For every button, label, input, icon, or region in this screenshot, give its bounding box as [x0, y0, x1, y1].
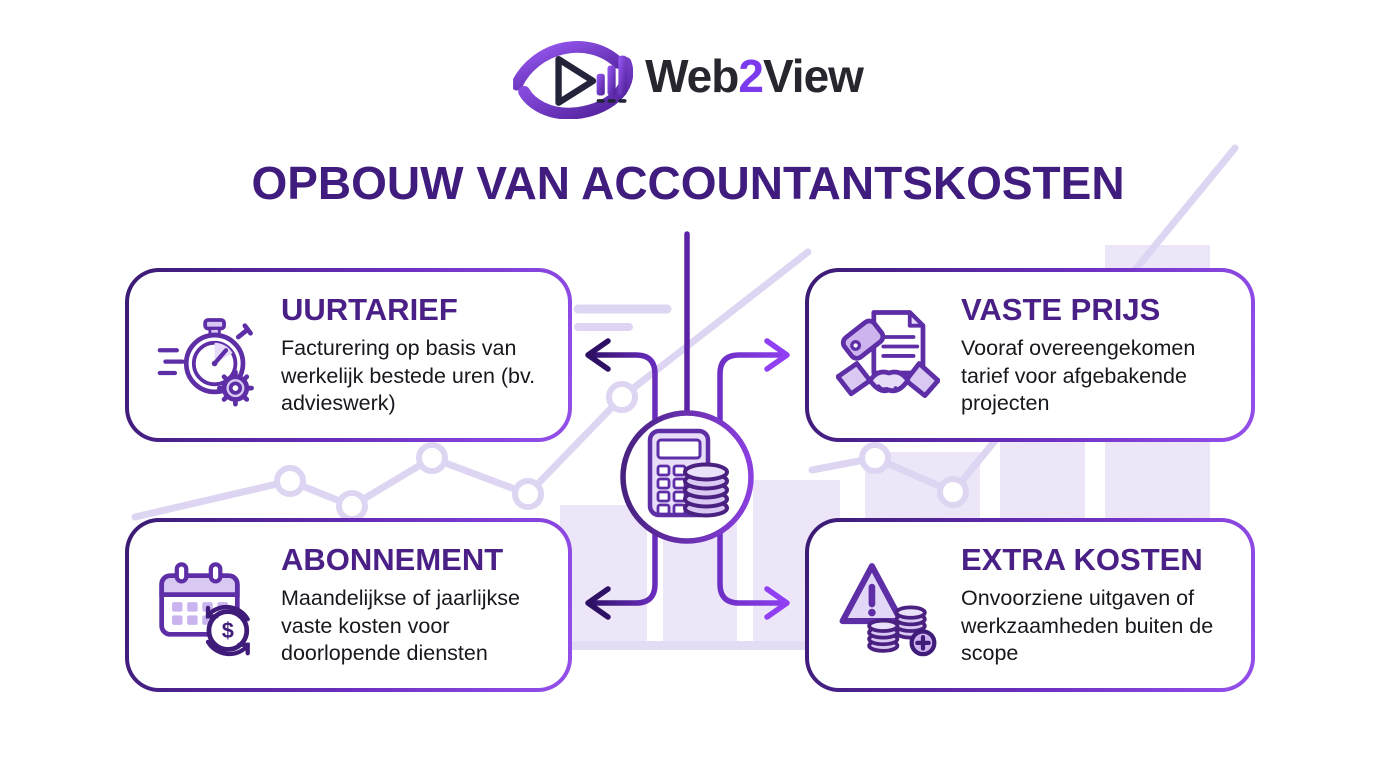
web2view-logo: Web2View — [513, 32, 864, 119]
calculator-coins-icon — [647, 428, 729, 518]
card-vaste-prijs-title: VASTE PRIJS — [961, 291, 1161, 327]
card-uurtarief: UURTARIEF Facturering op basis van werke… — [125, 268, 572, 442]
card-uurtarief-description: Facturering op basis van werkelijk beste… — [281, 335, 536, 416]
card-abonnement-title: ABONNEMENT — [281, 541, 504, 577]
card-uurtarief-inner: UURTARIEF Facturering op basis van werke… — [129, 272, 568, 438]
card-uurtarief-title: UURTARIEF — [281, 291, 458, 327]
card-vaste-prijs-description: Vooraf overeengekomen tarief voor afgeba… — [961, 335, 1196, 416]
arrow-to-abonnement — [585, 525, 658, 620]
logo-word-2: 2 — [738, 49, 764, 102]
arrow-to-vaste-prijs — [717, 338, 790, 430]
arrow-to-uurtarief — [585, 338, 658, 430]
card-extra-kosten-description: Onvoorziene uitgaven of werkzaamheden bu… — [961, 585, 1214, 666]
card-vaste-prijs-text: VASTE PRIJS Vooraf overeengekomen tarief… — [961, 292, 1233, 419]
calendar-recurring-payment-icon: $ — [149, 550, 267, 660]
card-abonnement-description: Maandelijkse of jaarlijkse vaste kosten … — [281, 585, 520, 666]
card-abonnement: $ ABONNEMENT Maandelijkse of jaarlijkse … — [125, 518, 572, 692]
connector-arrows — [585, 231, 790, 620]
warning-coins-plus-icon — [829, 550, 947, 660]
handshake-document-tag-icon — [829, 300, 947, 410]
card-extra-kosten-inner: EXTRA KOSTEN Onvoorziene uitgaven of wer… — [809, 522, 1251, 688]
web2view-logo-icon — [513, 41, 634, 119]
stopwatch-gear-icon — [149, 300, 267, 410]
center-hub — [620, 410, 754, 544]
card-extra-kosten-title: EXTRA KOSTEN — [961, 541, 1203, 577]
page-title: OPBOUW VAN ACCOUNTANTSKOSTEN — [251, 157, 1125, 209]
card-extra-kosten: EXTRA KOSTEN Onvoorziene uitgaven of wer… — [805, 518, 1255, 692]
card-abonnement-inner: $ ABONNEMENT Maandelijkse of jaarlijkse … — [129, 522, 568, 688]
svg-text:$: $ — [222, 618, 234, 643]
card-uurtarief-text: UURTARIEF Facturering op basis van werke… — [281, 292, 553, 419]
card-vaste-prijs: VASTE PRIJS Vooraf overeengekomen tarief… — [805, 268, 1255, 442]
logo-word-web: Web — [645, 49, 739, 102]
card-abonnement-text: ABONNEMENT Maandelijkse of jaarlijkse va… — [281, 542, 553, 669]
card-extra-kosten-text: EXTRA KOSTEN Onvoorziene uitgaven of wer… — [961, 542, 1233, 669]
logo-word-view: View — [762, 49, 864, 102]
arrow-to-extra-kosten — [717, 525, 790, 620]
logo-wordmark: Web2View — [645, 49, 864, 103]
card-vaste-prijs-inner: VASTE PRIJS Vooraf overeengekomen tarief… — [809, 272, 1251, 438]
